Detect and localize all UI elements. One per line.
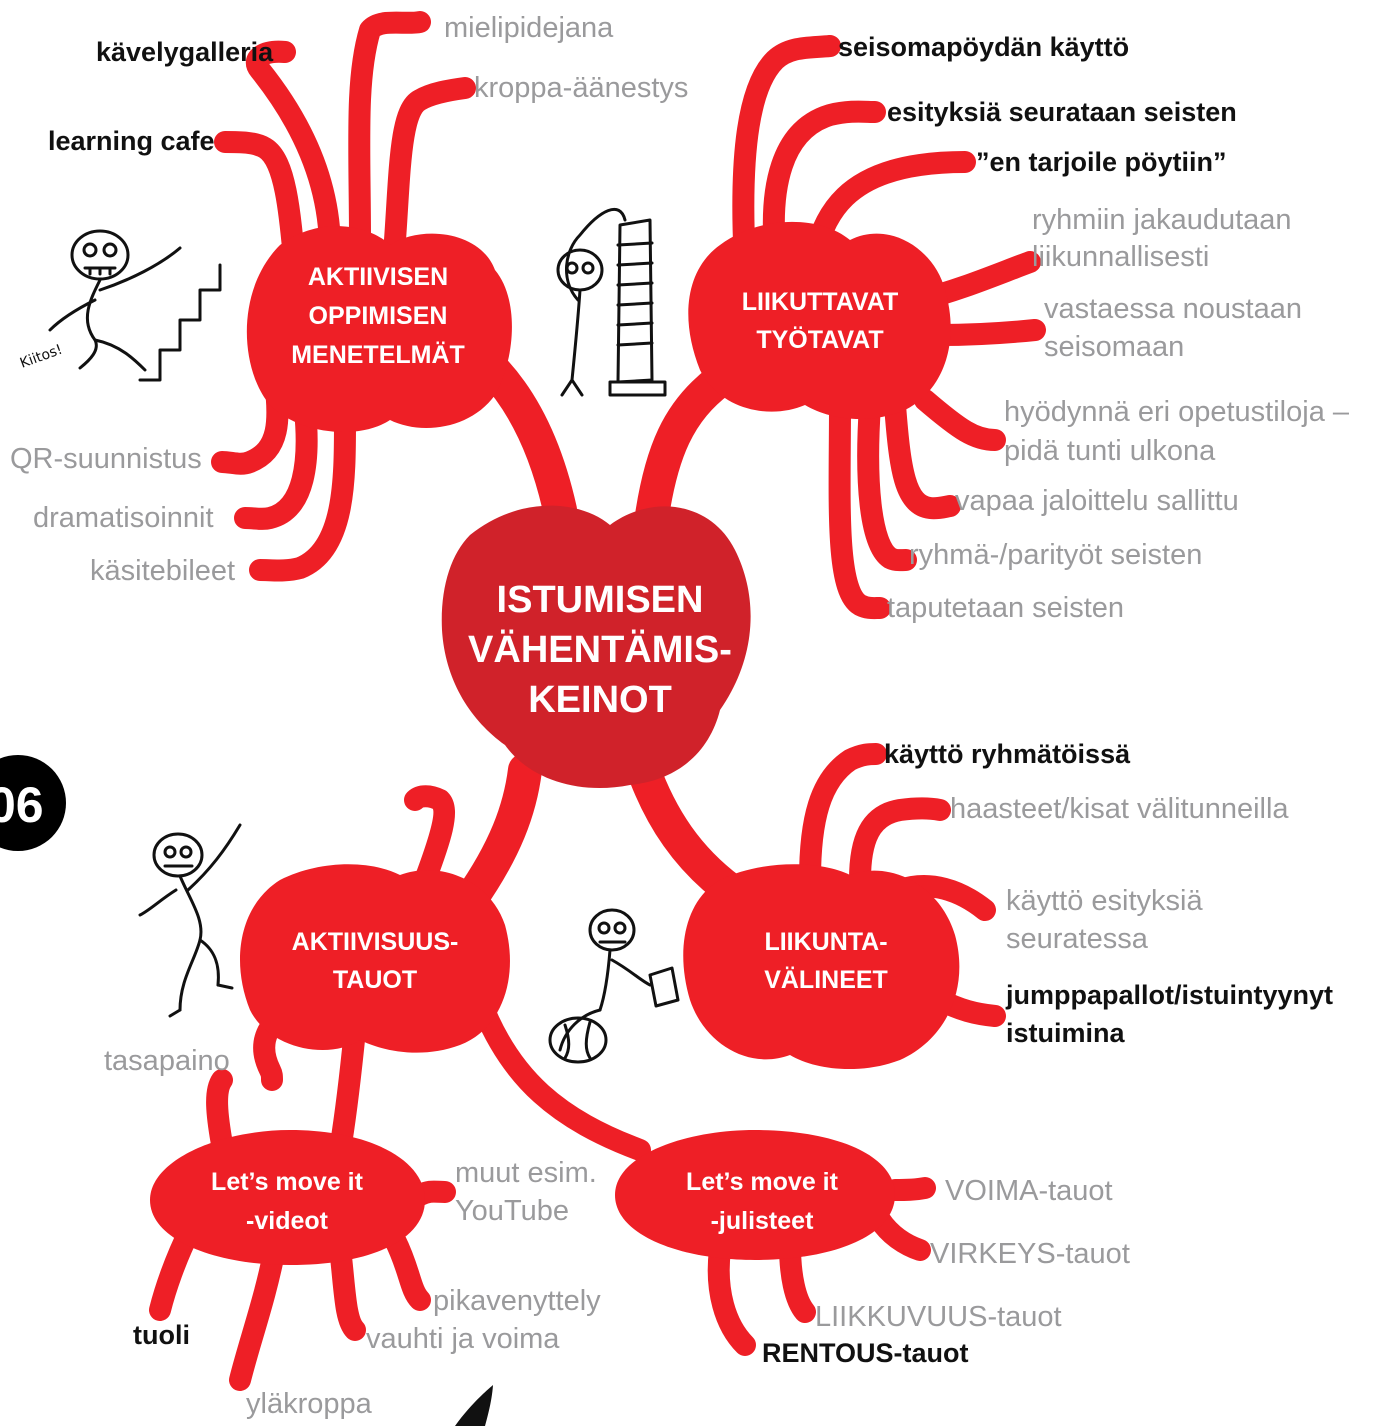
page-number: 06 (0, 777, 44, 833)
center-blob (441, 505, 751, 789)
doodle-bottom-stroke (455, 1385, 493, 1426)
doodle-figure-ball (548, 908, 680, 1064)
hub-aktiivisen-line-3: MENETELMÄT (291, 341, 465, 369)
leaf-vapaa-jaloittelu: vapaa jaloittelu sallittu (955, 485, 1239, 517)
leaf-ryhmiin-line-1: ryhmiin jakaudutaan (1032, 204, 1292, 236)
hub-aktiivisen-line-2: OPPIMISEN (309, 302, 448, 330)
hub-videot-line-2: -videot (246, 1207, 329, 1235)
leaf-voima-tauot: VOIMA-tauot (945, 1175, 1113, 1207)
center-title: ISTUMISEN VÄHENTÄMIS- KEINOT (468, 579, 732, 721)
leaf-en-tarjoile: ”en tarjoile pöytiin” (976, 147, 1227, 177)
leaf-kasitebileet: käsitebileet (90, 555, 235, 587)
leaf-dramatisoinnit: dramatisoinnit (33, 502, 214, 534)
page-badge: 06 (0, 755, 66, 851)
center-line-2: VÄHENTÄMIS- (468, 628, 732, 671)
leaf-taputetaan: taputetaan seisten (887, 592, 1124, 624)
hub-aktiivisen-blob (246, 226, 512, 432)
leaf-vastaessa-line-2: seisomaan (1044, 331, 1184, 363)
leaf-tasapaino: tasapaino (104, 1045, 230, 1077)
leaf-kaytto-ryhmatoissa: käyttö ryhmätöissä (884, 739, 1131, 769)
leaf-haasteet: haasteet/kisat välitunneilla (950, 793, 1289, 825)
leaf-kaytto-esityksia-line-1: käyttö esityksiä (1006, 885, 1203, 917)
leaves-liikuttavat: seisomapöydän käyttö esityksiä seurataan… (838, 32, 1350, 624)
trunk-liikuttavat (633, 363, 737, 547)
leaf-virkeys-tauot: VIRKEYS-tauot (930, 1238, 1130, 1270)
doodle-signature: Kiitos! (18, 342, 65, 372)
hub-aktiivisuus-line-1: AKTIIVISUUS- (292, 928, 459, 956)
leaves-aktiivisen: kävelygalleria mielipidejana kroppa-ääne… (10, 12, 688, 587)
leaf-ylakroppa: yläkroppa (246, 1388, 373, 1420)
leaf-liikkuvuus-tauot: LIIKKUVUUS-tauot (815, 1301, 1062, 1333)
hub-liikunta-blob (683, 864, 960, 1070)
leaf-kavelygalleria: kävelygalleria (96, 37, 274, 67)
leaf-learning-cafe: learning cafe (48, 126, 215, 156)
trunk-julisteet (469, 989, 651, 1161)
leaf-branches-liikuttavat (732, 35, 1046, 620)
hub-aktiivisuus-blob (240, 864, 510, 1053)
hub-julisteet-label: Let’s move it -julisteet (686, 1168, 839, 1235)
leaf-kroppa-aanestys: kroppa-äänestys (474, 72, 688, 104)
hub-aktiivisuus-line-2: TAUOT (333, 966, 417, 994)
leaf-tuoli: tuoli (133, 1320, 190, 1350)
hub-videot-label: Let’s move it -videot (211, 1168, 364, 1235)
hub-liikunta-line-2: VÄLINEET (764, 966, 888, 994)
hub-aktiivisen-line-1: AKTIIVISEN (308, 263, 448, 291)
leaf-jumppapallot-line-1: jumppapallot/istuintyynyt (1005, 980, 1333, 1010)
hub-liikunta-label: LIIKUNTA- VÄLINEET (764, 928, 888, 994)
leaves-julisteet: VOIMA-tauot VIRKEYS-tauot LIIKKUVUUS-tau… (762, 1175, 1130, 1368)
leaf-muut-esim-line-1: muut esim. (455, 1157, 597, 1189)
hub-julisteet-line-2: -julisteet (711, 1207, 814, 1235)
leaf-vauhti-ja-voima: vauhti ja voima (366, 1323, 560, 1355)
leaf-seisomapoydan-kaytto: seisomapöydän käyttö (838, 32, 1129, 62)
leaf-jumppapallot-line-2: istuimina (1006, 1018, 1126, 1048)
hub-liikuttavat-line-2: TYÖTAVAT (756, 325, 883, 354)
leaf-rentous-tauot: RENTOUS-tauot (762, 1338, 969, 1368)
hub-julisteet-line-1: Let’s move it (686, 1168, 839, 1196)
leaf-esityksia-seisten: esityksiä seurataan seisten (887, 97, 1237, 127)
hub-liikuttavat-blob (688, 221, 951, 420)
leaf-qr-suunnistus: QR-suunnistus (10, 443, 202, 475)
leaf-pikavenyttely: pikavenyttely (433, 1285, 601, 1317)
center-line-1: ISTUMISEN (497, 579, 704, 621)
trunk-aktiivisuus (453, 753, 542, 917)
leaf-mielipidejana: mielipidejana (444, 12, 614, 44)
leaves-aktiivisuus: tasapaino (104, 1045, 230, 1077)
hub-liikuttavat-label: LIIKUTTAVAT TYÖTAVAT (742, 288, 898, 354)
doodle-figure-books (556, 207, 667, 397)
doodle-figure-dancing (138, 823, 242, 1018)
leaves-videot: muut esim. YouTube pikavenyttely vauhti … (133, 1157, 601, 1420)
leaves-liikunta: käyttö ryhmätöissä haasteet/kisat välitu… (884, 739, 1333, 1048)
leaf-hyodynna-line-1: hyödynnä eri opetustiloja – (1004, 396, 1350, 428)
doodle-figure-stairs: Kiitos! (18, 229, 222, 382)
hub-aktiivisen-label: AKTIIVISEN OPPIMISEN MENETELMÄT (291, 263, 465, 369)
hub-aktiivisuus-label: AKTIIVISUUS- TAUOT (292, 928, 459, 994)
leaf-hyodynna-line-2: pidä tunti ulkona (1004, 435, 1216, 467)
leaf-kaytto-esityksia-line-2: seuratessa (1006, 923, 1149, 955)
center-line-3: KEINOT (528, 679, 672, 721)
hub-liikunta-line-1: LIIKUNTA- (764, 928, 887, 956)
leaf-vastaessa-line-1: vastaessa noustaan (1044, 293, 1302, 325)
leaf-ryhma-parityot: ryhmä-/parityöt seisten (909, 539, 1202, 571)
hub-liikuttavat-line-1: LIIKUTTAVAT (742, 288, 898, 316)
hub-julisteet-blob (615, 1130, 895, 1260)
hub-videot-line-1: Let’s move it (211, 1168, 364, 1196)
hub-videot-blob (150, 1130, 425, 1265)
trunk-videot (329, 1019, 366, 1161)
leaf-muut-esim-line-2: YouTube (455, 1195, 569, 1227)
leaf-ryhmiin-line-2: liikunnallisesti (1032, 241, 1209, 273)
